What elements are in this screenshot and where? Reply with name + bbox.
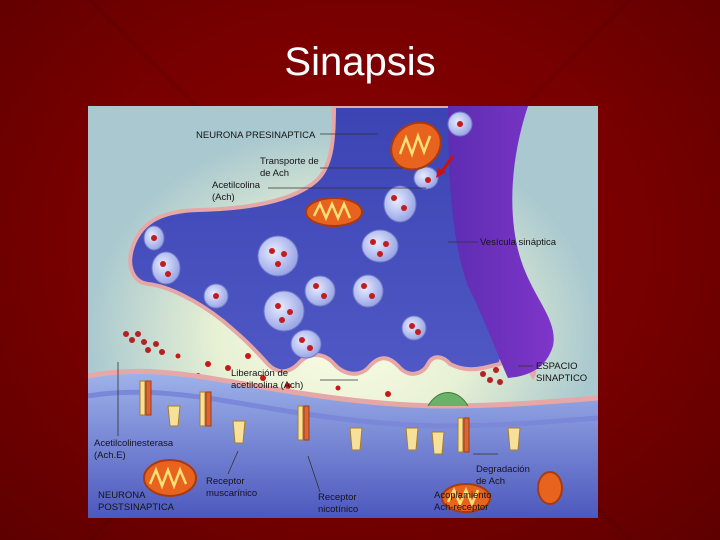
label-muscarinic-receptor-2: muscarínico xyxy=(206,488,257,499)
synaptic-vesicles xyxy=(143,111,473,359)
postsynaptic-membrane-inner xyxy=(88,389,598,429)
presynaptic-mitochondria xyxy=(305,121,442,227)
enzyme-blob xyxy=(427,392,469,407)
label-postsynaptic-neuron-1: NEURONA xyxy=(98,490,146,501)
label-synaptic-space-2: SINAPTICO xyxy=(536,373,587,384)
label-synaptic-vesicle: Vesícula sináptica xyxy=(480,237,557,248)
label-ach-release-1: Liberación de xyxy=(231,368,288,379)
label-ach-degradation-2: de Ach xyxy=(476,476,505,487)
label-synaptic-space-1: ESPACIO xyxy=(536,361,578,372)
label-leader-lines xyxy=(117,133,533,493)
postsynaptic-membrane-edge xyxy=(88,368,598,409)
label-acetylcholinesterase-1: Acetilcolinesterasa xyxy=(94,438,174,449)
label-nicotinic-receptor-2: nicotínico xyxy=(318,504,358,515)
label-ach-transport-1: Transporte de xyxy=(260,156,319,167)
transport-arrowhead xyxy=(436,168,446,178)
label-postsynaptic-neuron-2: POSTSINAPTICA xyxy=(98,502,175,513)
label-coupling-1: Acoplamiento xyxy=(434,490,492,501)
slide-title: Sinapsis xyxy=(284,40,436,84)
label-coupling-2: Ach-receptor xyxy=(434,502,488,513)
label-acetylcholinesterase-2: (Ach.E) xyxy=(94,450,126,461)
acetylcholinesterase-clusters xyxy=(123,331,503,385)
receptors xyxy=(139,380,521,455)
label-ach-release-2: acetilcolina (Ach) xyxy=(231,380,303,391)
presynaptic-axon-purple xyxy=(448,106,554,378)
label-ach-degradation-1: Degradación xyxy=(476,464,530,475)
label-nicotinic-receptor-1: Receptor xyxy=(318,492,357,503)
synapse-diagram: NEURONA PRESINAPTICA Transporte de de Ac… xyxy=(88,106,598,518)
label-ach-transport-2: de Ach xyxy=(260,168,289,179)
label-presynaptic-neuron: NEURONA PRESINAPTICA xyxy=(196,130,316,141)
postsynaptic-mitochondria xyxy=(143,459,563,513)
label-acetylcholine-1: Acetilcolina xyxy=(212,180,261,191)
label-acetylcholine-2: (Ach) xyxy=(212,192,235,203)
label-muscarinic-receptor-1: Receptor xyxy=(206,476,245,487)
